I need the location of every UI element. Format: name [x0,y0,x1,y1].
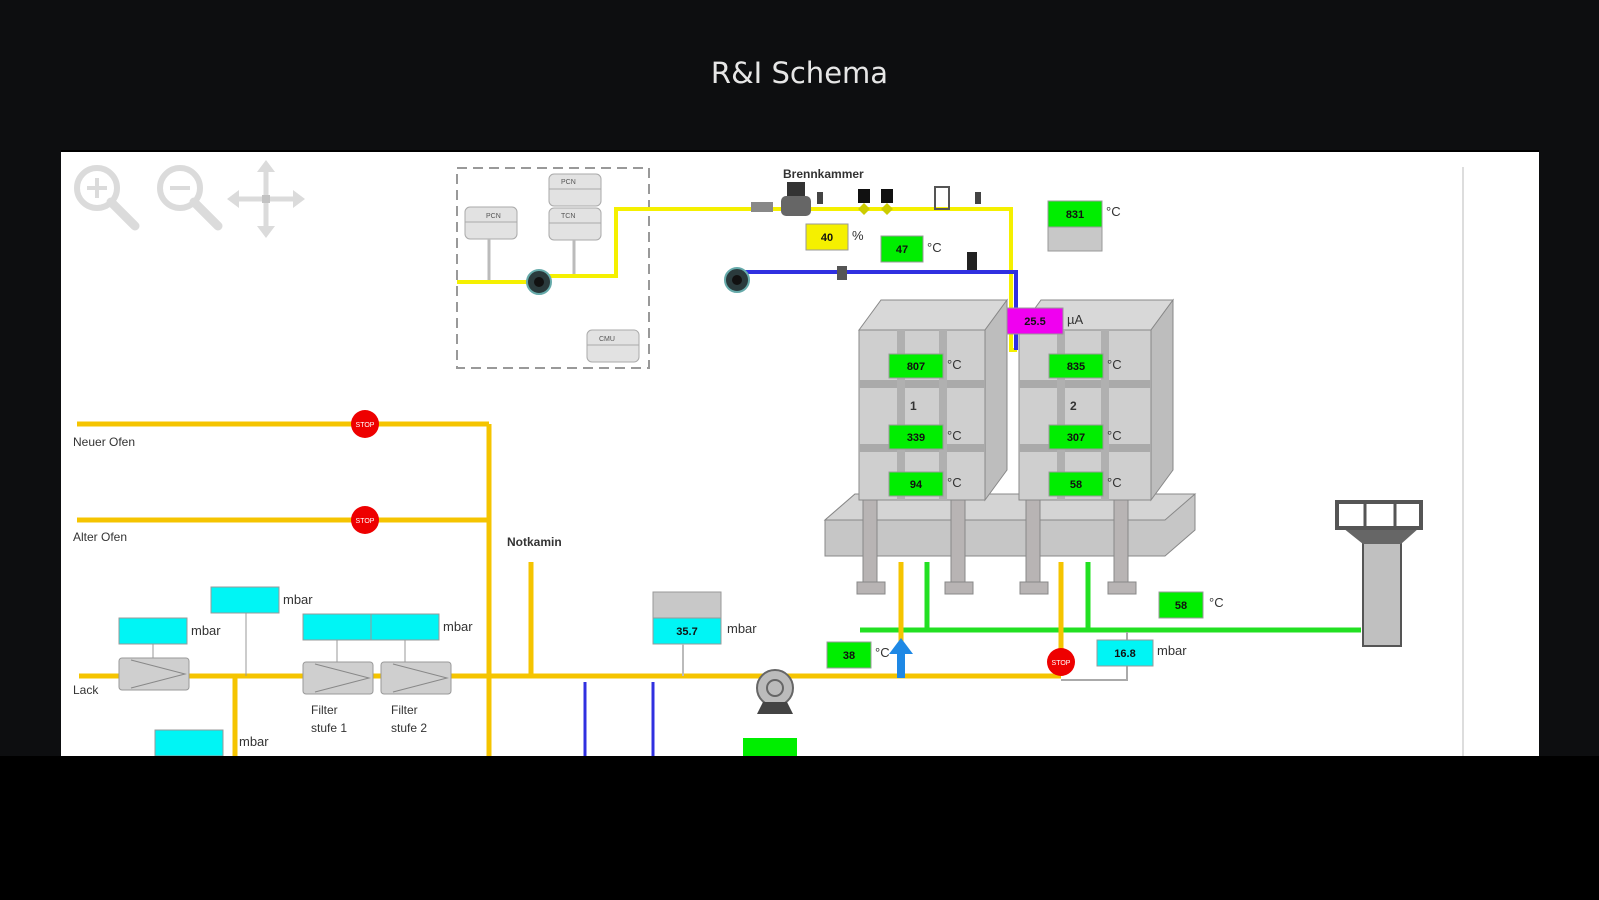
lack-pressure-display[interactable]: mbar [118,617,221,658]
kiln2-top-temp-display[interactable]: 835 °C [1048,353,1122,379]
burner-temp-value: 47 [896,244,908,256]
zoom-in-button[interactable] [74,165,140,231]
celsius-unit: °C [1107,475,1122,490]
exhaust-temp-display[interactable]: 38 °C [826,641,890,669]
chimney-tower-icon [1335,500,1423,647]
pan-button[interactable] [227,160,305,238]
stop-valve-neuer-ofen[interactable]: STOP [351,410,379,438]
microamp-unit: µA [1067,312,1083,327]
neuer-ofen-label: Neuer Ofen [73,435,135,449]
schema-canvas[interactable]: PCN PCN TCN CMU Brennkammer [61,152,1539,756]
fan-speed-display[interactable] [743,738,797,756]
celsius-unit: °C [927,240,942,255]
cooling-temp-value: 58 [1175,600,1187,612]
exhaust-pressure-value: 16.8 [1114,648,1135,660]
panel-bottom-label: CMU [599,336,615,343]
celsius-unit: °C [947,428,962,443]
panel-module-left: PCN [464,206,518,282]
kiln2-bot-temp-display[interactable]: 58 °C [1048,471,1122,497]
celsius-unit: °C [947,475,962,490]
percent-unit: % [852,228,864,243]
kiln1-top-value: 807 [907,361,925,373]
mbar-unit: mbar [1157,643,1187,658]
exhaust-pressure-display[interactable]: 16.8 mbar [1096,639,1187,667]
kiln1-mid-value: 339 [907,432,925,444]
notkamin-label: Notkamin [507,535,562,549]
burner-valve-percent-value: 40 [821,232,833,244]
mbar-unit: mbar [727,621,757,636]
flame-current-display[interactable]: 25.5 µA [1006,307,1083,335]
kiln1-mid-temp-display[interactable]: 339 °C [888,424,962,450]
kiln1-top-temp-display[interactable]: 807 °C [888,353,962,379]
filter-stage-2[interactable] [380,661,452,695]
celsius-unit: °C [1209,595,1224,610]
filter1-label: Filter [311,703,338,717]
mbar-unit: mbar [443,619,473,634]
exhaust-fan-icon[interactable] [756,669,794,714]
fuel-blower-icon[interactable] [526,269,552,295]
duct-pressure-display[interactable]: 35.7 mbar [652,591,757,676]
stop-label: STOP [356,422,375,429]
kiln-2-label: 2 [1070,399,1077,413]
exhaust-temp-value: 38 [843,650,855,662]
filter-inlet-pressure-display[interactable]: mbar [210,586,313,676]
control-panel-frame [456,167,650,369]
combustion-temp-display[interactable]: 831 °C [1047,200,1121,252]
brennkammer-label: Brennkammer [783,167,864,181]
left-margin [0,150,61,756]
burner-valve-percent-display[interactable]: 40 % [805,223,864,251]
panel-left-label: PCN [486,213,501,220]
lack-label: Lack [73,683,99,697]
panel-top1-label: PCN [561,179,576,186]
lack-filter[interactable] [118,657,190,691]
cooling-temp-display[interactable]: 58 °C [1158,591,1224,619]
celsius-unit: °C [1107,428,1122,443]
kiln2-mid-temp-display[interactable]: 307 °C [1048,424,1122,450]
celsius-unit: °C [875,645,890,660]
right-margin [1539,150,1599,756]
burner-valve-group[interactable] [751,182,981,280]
mbar-unit: mbar [191,623,221,638]
lower-pressure-display[interactable]: mbar [154,729,269,756]
panel-top2-label: TCN [561,213,575,220]
kiln1-bot-value: 94 [910,479,923,491]
kiln1-bot-temp-display[interactable]: 94 °C [888,471,962,497]
stop-valve-alter-ofen[interactable]: STOP [351,506,379,534]
filter1-stage-label: stufe 1 [311,721,347,735]
flow-arrow-icon [889,638,913,678]
panel-module-bottom: CMU [586,329,640,363]
kiln2-bot-value: 58 [1070,479,1082,491]
stop-valve-exhaust[interactable]: STOP [1047,648,1075,676]
celsius-unit: °C [947,357,962,372]
page-title: R&I Schema [710,56,889,90]
zoom-out-button[interactable] [157,165,223,231]
filter-stage-1[interactable] [302,661,374,695]
cooling-lines [860,562,1361,633]
header-bar: R&I Schema [0,0,1599,150]
mbar-unit: mbar [239,734,269,749]
stop-label: STOP [1052,660,1071,667]
kiln2-mid-value: 307 [1067,432,1085,444]
filter2-pressure-display[interactable]: mbar [370,613,473,662]
combustion-temp-value: 831 [1066,209,1084,221]
filter1-pressure-display[interactable] [302,613,372,662]
bottom-bar [0,756,1599,900]
duct-pressure-value: 35.7 [676,626,697,638]
stop-label: STOP [356,518,375,525]
kiln2-top-value: 835 [1067,361,1085,373]
filter2-label: Filter [391,703,418,717]
celsius-unit: °C [1107,357,1122,372]
pid-diagram[interactable]: PCN PCN TCN CMU Brennkammer [61,152,1539,756]
mbar-unit: mbar [283,592,313,607]
alter-ofen-label: Alter Ofen [73,530,127,544]
panel-module-top: PCN TCN [548,173,602,276]
flame-current-value: 25.5 [1024,316,1045,328]
filter2-stage-label: stufe 2 [391,721,427,735]
burner-temp-display[interactable]: 47 °C [880,235,942,263]
gas-blower-icon[interactable] [724,267,750,293]
celsius-unit: °C [1106,204,1121,219]
kiln-1-label: 1 [910,399,917,413]
